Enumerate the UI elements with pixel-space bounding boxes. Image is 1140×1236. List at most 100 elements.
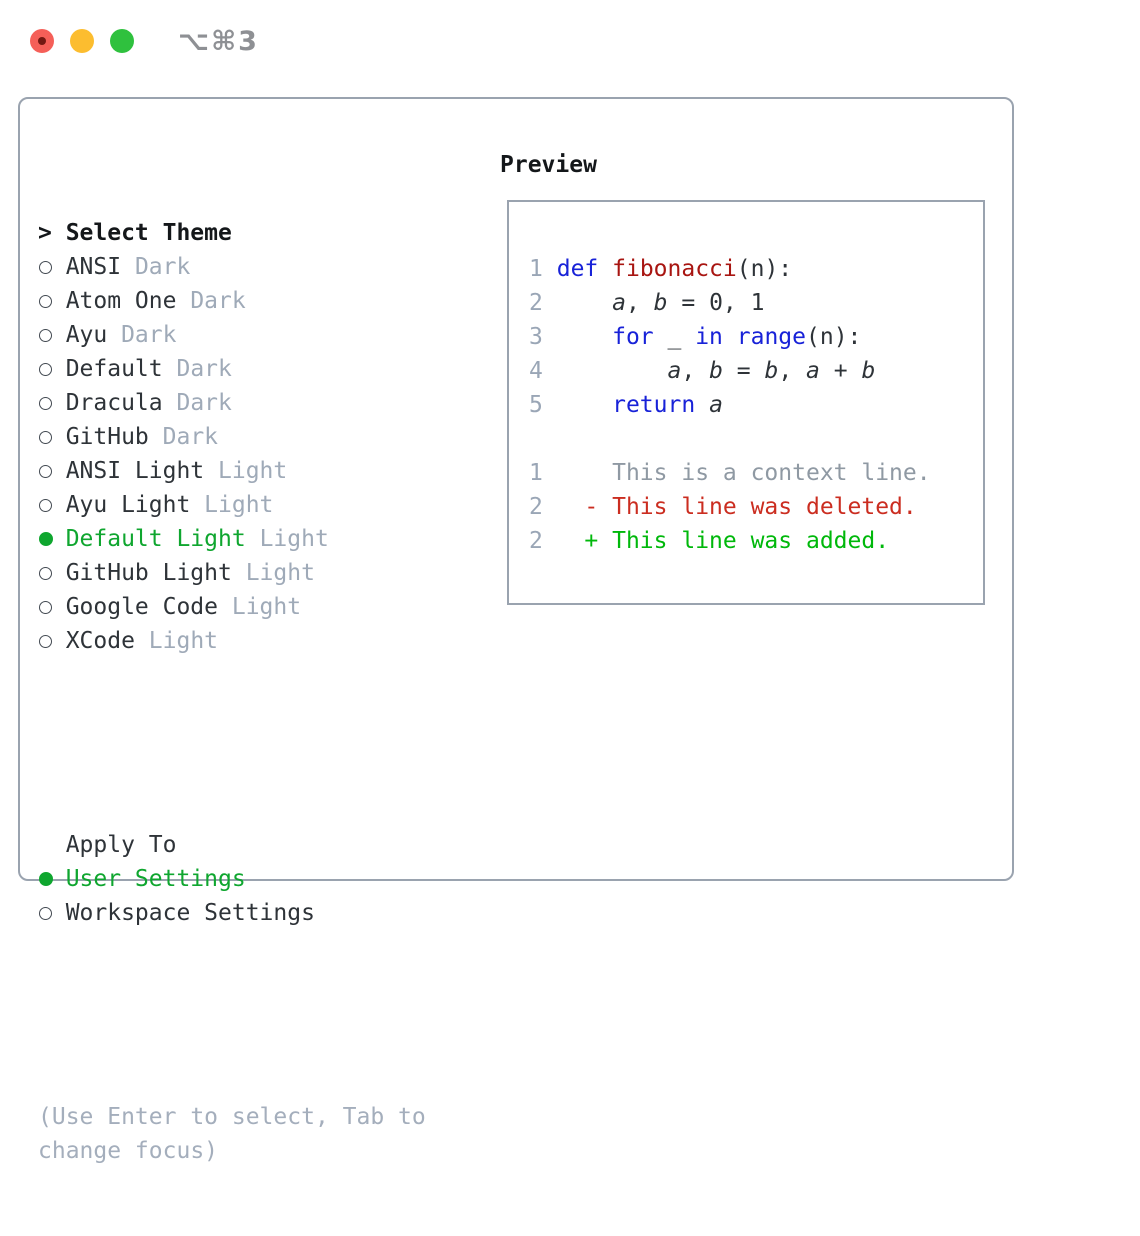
radio-marker [38, 328, 66, 342]
theme-item[interactable]: Ayu Dark [38, 318, 426, 352]
theme-item-label: Default Light Light [66, 522, 329, 556]
code-token: , [681, 358, 710, 384]
radio-icon [39, 362, 52, 376]
code-token [598, 256, 612, 282]
radio-marker [38, 260, 66, 274]
apply-to-item[interactable]: Workspace Settings [38, 896, 426, 930]
theme-item[interactable]: Atom One Dark [38, 284, 426, 318]
code-token: a [709, 392, 723, 418]
apply-to-item[interactable]: User Settings [38, 862, 426, 896]
line-number: 2 [529, 494, 543, 520]
radio-icon [39, 600, 52, 614]
spacer [38, 998, 426, 1032]
close-icon[interactable] [30, 29, 54, 53]
radio-icon [39, 294, 52, 308]
code-token: This is a context line. [556, 460, 931, 486]
line-number-gap [543, 256, 557, 282]
theme-name: Default [65, 356, 177, 382]
theme-list-title: Select Theme [65, 220, 232, 246]
theme-name: GitHub [65, 424, 163, 450]
theme-item-label: GitHub Dark [66, 420, 218, 454]
theme-item-label: ANSI Dark [66, 250, 191, 284]
radio-marker [38, 566, 66, 580]
preview-line: 5 return a [529, 388, 983, 422]
radio-marker [38, 430, 66, 444]
theme-item[interactable]: XCode Light [38, 624, 426, 658]
line-number-gap [543, 494, 557, 520]
radio-icon [39, 566, 52, 580]
theme-item-label: ANSI Light Light [66, 454, 288, 488]
theme-variant: Light [148, 628, 219, 654]
code-token: b [653, 290, 668, 316]
theme-variant: Light [245, 560, 315, 586]
theme-item[interactable]: Ayu Light Light [38, 488, 426, 522]
radio-icon [39, 634, 52, 648]
theme-name: GitHub Light [65, 560, 246, 586]
preview-line [529, 422, 983, 456]
theme-name: ANSI [65, 254, 135, 280]
code-token [557, 392, 612, 418]
theme-item[interactable]: GitHub Light Light [38, 556, 426, 590]
theme-item[interactable]: Default Light Light [38, 522, 426, 556]
line-number: 2 [529, 528, 543, 554]
code-token: _ [653, 324, 696, 350]
window-shortcut-label: ⌥⌘3 [178, 25, 259, 57]
code-token [695, 392, 709, 418]
theme-name: ANSI Light [65, 458, 219, 484]
radio-marker [38, 906, 66, 920]
code-token: def [556, 256, 599, 282]
theme-variant: Dark [176, 356, 232, 382]
line-number-gap [543, 392, 557, 418]
minimize-icon[interactable] [70, 29, 94, 53]
preview-line: 3 for _ in range(n): [529, 320, 983, 354]
preview-line: 2 - This line was deleted. [529, 490, 983, 524]
theme-item[interactable]: GitHub Dark [38, 420, 426, 454]
code-token [723, 324, 737, 350]
code-token: (n): [736, 256, 793, 282]
line-number-gap [543, 324, 557, 350]
theme-item[interactable]: Dracula Dark [38, 386, 426, 420]
radio-marker [38, 498, 66, 512]
zoom-icon[interactable] [110, 29, 134, 53]
radio-marker [38, 872, 66, 886]
titlebar: ⌥⌘3 [30, 25, 259, 57]
line-number-gap [543, 426, 557, 452]
radio-marker [38, 294, 66, 308]
radio-marker [38, 464, 66, 478]
theme-item[interactable]: ANSI Light Light [38, 454, 426, 488]
code-token [557, 324, 612, 350]
line-number: 5 [529, 392, 543, 418]
theme-variant: Light [259, 526, 329, 552]
theme-variant: Dark [121, 322, 177, 348]
theme-item-label: Google Code Light [66, 590, 301, 624]
theme-name: Google Code [65, 594, 232, 620]
theme-name: Ayu [65, 322, 122, 348]
code-token: + [819, 358, 862, 384]
preview-header: Preview [500, 152, 597, 178]
line-number-gap [543, 528, 557, 554]
theme-name: XCode [65, 628, 149, 654]
theme-variant: Light [204, 492, 274, 518]
code-token: , [778, 358, 807, 384]
theme-item-label: Ayu Light Light [66, 488, 274, 522]
theme-item[interactable]: Google Code Light [38, 590, 426, 624]
theme-name: Default Light [65, 526, 260, 552]
theme-variant: Light [231, 594, 302, 620]
radio-selected-icon [39, 872, 53, 886]
code-token: (n): [806, 324, 862, 350]
code-token: in [695, 324, 723, 350]
focus-caret-icon: > [38, 220, 52, 246]
radio-marker [38, 362, 66, 376]
preview-line: 2 + This line was added. [529, 524, 983, 558]
theme-item[interactable]: ANSI Dark [38, 250, 426, 284]
theme-item[interactable]: Default Dark [38, 352, 426, 386]
spacer [38, 726, 426, 760]
radio-marker [38, 532, 66, 546]
radio-icon [39, 328, 52, 342]
radio-icon [39, 464, 52, 478]
